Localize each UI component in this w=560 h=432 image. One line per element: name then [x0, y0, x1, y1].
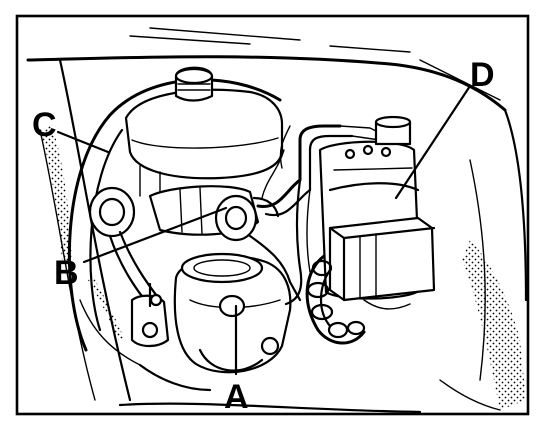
leader-line-d	[394, 84, 472, 200]
brake-booster	[67, 78, 282, 392]
abs-control-unit	[318, 115, 436, 302]
callout-c: C	[32, 106, 57, 144]
brake-lines	[248, 124, 401, 306]
abs-pump	[173, 252, 292, 374]
fluid-reservoir	[124, 66, 284, 211]
stipple-right	[462, 240, 526, 410]
stipple-mid	[88, 278, 124, 340]
leader-line-c	[56, 130, 110, 154]
callout-d: D	[470, 56, 495, 94]
mounting-bracket	[130, 282, 170, 348]
image-frame	[15, 14, 530, 416]
callout-a: A	[224, 378, 249, 416]
leader-line-b	[82, 206, 228, 264]
stipple-left	[40, 125, 72, 262]
wiring-harness	[305, 254, 411, 345]
callout-b: B	[54, 254, 79, 292]
